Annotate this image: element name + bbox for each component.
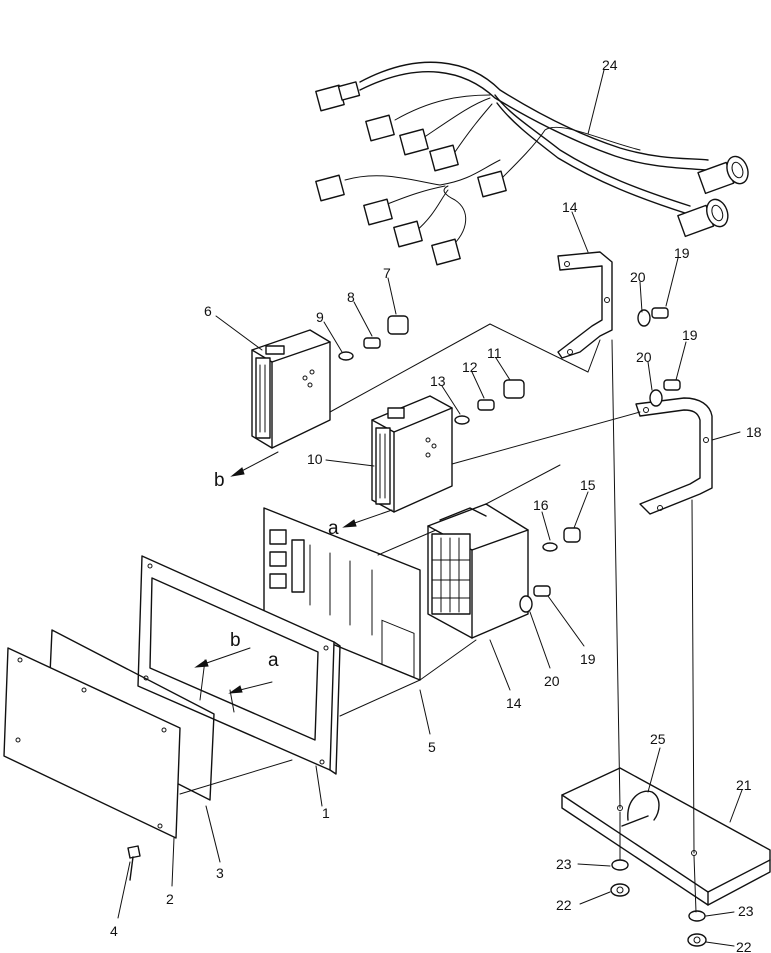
reference-arrows bbox=[194, 451, 393, 713]
callout-10: 10 bbox=[307, 451, 323, 467]
callout-14: 14 bbox=[506, 695, 522, 711]
callout-5: 5 bbox=[428, 739, 436, 755]
hardware-22-23 bbox=[610, 859, 707, 947]
callout-12: 12 bbox=[462, 359, 478, 375]
callout-21: 21 bbox=[736, 777, 752, 793]
gauge-module-10 bbox=[371, 395, 453, 513]
callout-20a: 20 bbox=[630, 269, 646, 285]
callout-19c: 19 bbox=[580, 651, 596, 667]
callout-11: 11 bbox=[487, 345, 502, 361]
callout-24: 24 bbox=[602, 57, 618, 73]
callout-19b: 19 bbox=[682, 327, 698, 343]
letter-b-left: b bbox=[214, 470, 225, 491]
bolt-4 bbox=[127, 845, 141, 881]
callout-3: 3 bbox=[216, 865, 224, 881]
callout-16: 16 bbox=[533, 497, 549, 513]
callout-6: 6 bbox=[204, 303, 212, 319]
callout-18: 18 bbox=[746, 424, 762, 440]
letter-b-frame: b bbox=[230, 630, 241, 651]
callout-20b: 20 bbox=[636, 349, 652, 365]
bracket-18 bbox=[635, 397, 713, 515]
faceplate-5 bbox=[263, 507, 421, 681]
mounting-frame-1 bbox=[137, 555, 341, 775]
callout-1: 1 bbox=[322, 805, 330, 821]
base-bracket-21 bbox=[561, 767, 771, 906]
wiring-harness bbox=[315, 61, 749, 266]
reference-letters: b a b a bbox=[214, 470, 339, 671]
callout-15: 15 bbox=[580, 477, 596, 493]
callout-20c: 20 bbox=[544, 673, 560, 689]
gauge-module-6 bbox=[251, 329, 331, 449]
bracket-17 bbox=[557, 251, 613, 359]
callout-13: 13 bbox=[430, 373, 446, 389]
callout-8: 8 bbox=[347, 289, 355, 305]
callout-22a: 22 bbox=[556, 897, 572, 913]
letter-a-frame: a bbox=[268, 650, 279, 671]
indicator-module-14 bbox=[427, 503, 529, 639]
leader-lines bbox=[117, 69, 743, 947]
cover-plate-2 bbox=[3, 647, 181, 839]
callout-2: 2 bbox=[166, 891, 174, 907]
small-hardware bbox=[338, 307, 681, 613]
callout-labels: 24 14 19 20 19 20 18 7 8 9 6 11 12 13 10… bbox=[110, 57, 762, 953]
callout-22b: 22 bbox=[736, 939, 752, 953]
callout-17: 14 bbox=[562, 199, 578, 215]
callout-23a: 23 bbox=[556, 856, 572, 872]
letter-a-mid: a bbox=[328, 518, 339, 539]
callout-4: 4 bbox=[110, 923, 118, 939]
assembly-lines bbox=[179, 323, 697, 913]
callout-25: 25 bbox=[650, 731, 666, 747]
callout-9: 9 bbox=[316, 309, 324, 325]
callout-23b: 23 bbox=[738, 903, 754, 919]
callout-7: 7 bbox=[383, 265, 391, 281]
callout-19a: 19 bbox=[674, 245, 690, 261]
